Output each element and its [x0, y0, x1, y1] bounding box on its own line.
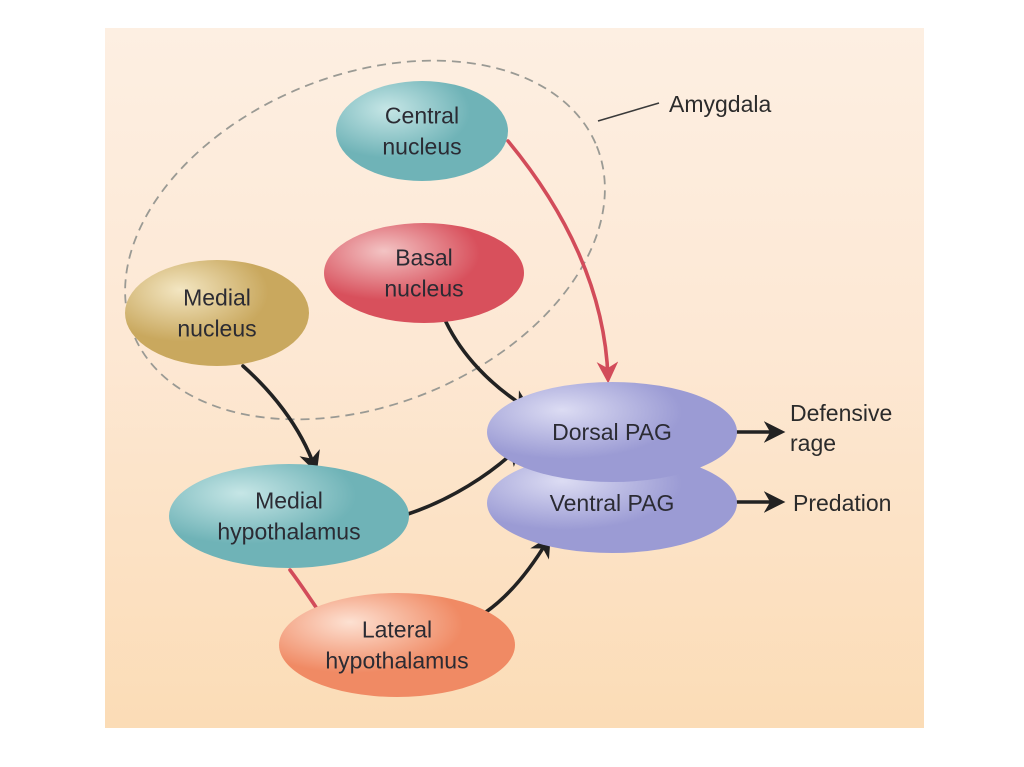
output-defensive-rage: Defensive rage	[790, 400, 892, 456]
node-label: Medial	[255, 488, 323, 514]
output-label: rage	[790, 430, 836, 456]
output-label: Predation	[793, 490, 891, 516]
node-medial-nucleus: Medial nucleus	[125, 260, 309, 366]
node-label: Dorsal PAG	[552, 419, 672, 445]
edge-lateral-hypothalamus-to-ventral-pag	[484, 535, 551, 614]
node-medial-hypothalamus: Medial hypothalamus	[169, 464, 409, 568]
amygdala-leader-line	[597, 102, 660, 122]
node-central: Central nucleus	[336, 81, 508, 181]
node-label: Medial	[183, 285, 251, 311]
node-shape	[336, 81, 508, 181]
node-label: nucleus	[382, 134, 461, 160]
output-predation: Predation	[793, 490, 891, 516]
node-label: Basal	[395, 245, 453, 271]
node-label: hypothalamus	[325, 648, 468, 674]
amygdala-group: Amygdala	[124, 59, 771, 421]
node-ventral-pag: Ventral PAG	[487, 453, 737, 553]
amygdala-label: Amygdala	[669, 91, 771, 117]
edge-central-to-dorsal-pag	[506, 139, 619, 384]
node-shape	[324, 223, 524, 323]
node-label: Ventral PAG	[550, 490, 675, 516]
node-label: Lateral	[362, 617, 432, 643]
node-label: hypothalamus	[217, 519, 360, 545]
node-basal: Basal nucleus	[324, 223, 524, 323]
node-dorsal-pag: Dorsal PAG	[487, 382, 737, 482]
node-label: nucleus	[384, 276, 463, 302]
group-layer: Amygdala	[124, 59, 771, 421]
node-shape	[487, 382, 737, 482]
node-layer: CentralnucleusBasalnucleusMedialnucleusM…	[125, 81, 737, 697]
node-shape	[169, 464, 409, 568]
output-label: Defensive	[790, 400, 892, 426]
node-shape	[487, 453, 737, 553]
diagram-panel	[105, 28, 924, 728]
node-shape	[279, 593, 515, 697]
node-shape	[125, 260, 309, 366]
amygdala-boundary	[124, 59, 606, 421]
node-label: Central	[385, 103, 459, 129]
node-lateral-hypothalamus: Lateral hypothalamus	[279, 593, 515, 697]
edge-medial-nucleus-to-medial-hypothalamus	[241, 364, 320, 474]
node-label: nucleus	[177, 316, 256, 342]
edge-basal-to-dorsal-pag	[444, 320, 532, 411]
